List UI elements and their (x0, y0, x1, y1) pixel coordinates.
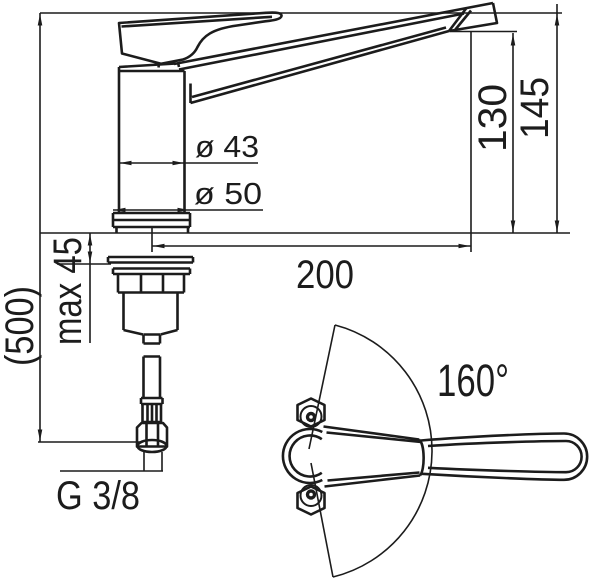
dim-max-mounting-thickness: max 45 (46, 237, 90, 345)
backnut-hex (116, 274, 186, 294)
hose-collar (139, 396, 164, 406)
lever-handle-edge-line (121, 15, 273, 28)
faucet-body (117, 62, 186, 213)
dim-connection-thread: G 3/8 (56, 474, 140, 518)
dimension-labels: ø 43 ø 50 200 130 145 max 45 (500) G 3/8… (0, 77, 557, 518)
dimension-lines (37, 4, 570, 472)
swivel-arc (332, 324, 433, 578)
spout-top-view-inner (427, 439, 583, 474)
threaded-shank (122, 292, 179, 336)
base-flange (111, 211, 192, 233)
faucet-top-view (281, 324, 589, 578)
washer-plate (106, 255, 195, 264)
body-ring-outer (281, 427, 323, 485)
thread-callout-line (60, 452, 163, 472)
mounting-ring-lower (299, 484, 323, 507)
handle-top-view (323, 425, 425, 488)
dim-spout-reach: 200 (296, 253, 354, 297)
body-ring-inner (288, 434, 323, 478)
spout-top-view-outer (420, 432, 589, 482)
aerator-tip (447, 2, 499, 33)
mounting-ring-upper (299, 405, 323, 428)
spout (173, 1, 494, 105)
supply-hose-assembly (106, 255, 195, 454)
connection-nut-end-face (136, 438, 168, 454)
dim-swivel-angle: 160° (437, 355, 509, 406)
dim-body-diameter: ø 43 (195, 129, 259, 164)
dim-base-diameter: ø 50 (194, 176, 262, 211)
dim-hose-length: (500) (0, 286, 42, 366)
backnut-flange (111, 267, 192, 276)
flex-hose-tube (142, 355, 162, 398)
lever-handle (117, 11, 283, 66)
mounting-hex-lower (296, 485, 326, 516)
dim-outlet-height: 130 (471, 84, 515, 152)
hose-crimp (141, 404, 163, 424)
shank-tailpiece (142, 333, 162, 345)
dim-total-height: 145 (513, 77, 557, 139)
dimension-arrowheads (37, 14, 560, 441)
faucet-side-view (111, 1, 499, 233)
